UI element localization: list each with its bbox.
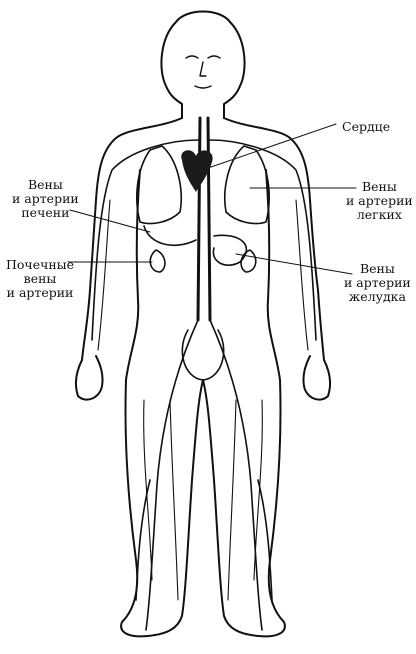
label-liver: Вены и артерии печени (12, 178, 79, 220)
liver (144, 226, 196, 245)
limb-veins (98, 200, 308, 600)
left-lung (137, 146, 181, 224)
label-stomach: Вены и артерии желудка (344, 262, 411, 304)
label-kidney: Почечные вены и артерии (6, 258, 74, 300)
legs-outline (121, 380, 285, 636)
face-details (186, 56, 220, 88)
leader-stomach (236, 254, 352, 274)
right-hand (303, 356, 330, 400)
main-vessels (198, 118, 210, 320)
left-hand (76, 356, 103, 400)
label-heart: Сердце (342, 120, 390, 134)
label-lungs: Вены и артерии легких (346, 180, 413, 222)
right-lung (225, 146, 269, 224)
